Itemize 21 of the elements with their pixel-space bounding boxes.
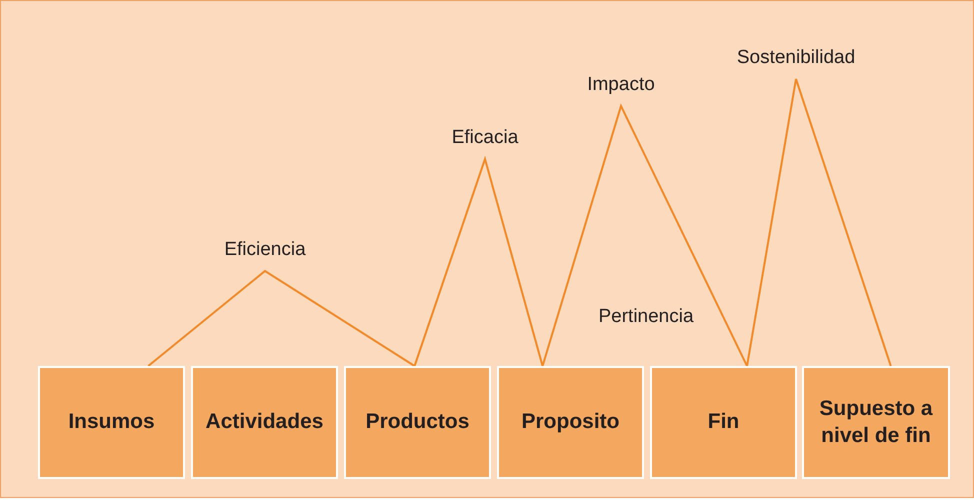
box-label: Productos (366, 409, 470, 436)
box-label: Proposito (522, 409, 620, 436)
box-label: Fin (708, 409, 740, 436)
connector-line (148, 270, 416, 367)
box-label: Actividades (206, 409, 324, 436)
process-box (191, 366, 338, 479)
edge-label: Eficiencia (224, 239, 306, 261)
box-label: Insumos (68, 409, 155, 436)
edge-label: Eficacia (452, 127, 518, 149)
edge-label: Sostenibilidad (736, 47, 856, 69)
note-label: Pertinencia (598, 306, 694, 328)
process-box (344, 366, 491, 479)
process-box (650, 366, 797, 479)
process-box (802, 366, 950, 479)
process-box (497, 366, 644, 479)
connector-line (542, 103, 748, 366)
box-label: Supuesto a nivel de fin (818, 396, 934, 448)
connector-line (414, 156, 544, 366)
edge-label: Impacto (587, 74, 655, 96)
connector-line (746, 78, 892, 366)
process-box (38, 366, 185, 479)
